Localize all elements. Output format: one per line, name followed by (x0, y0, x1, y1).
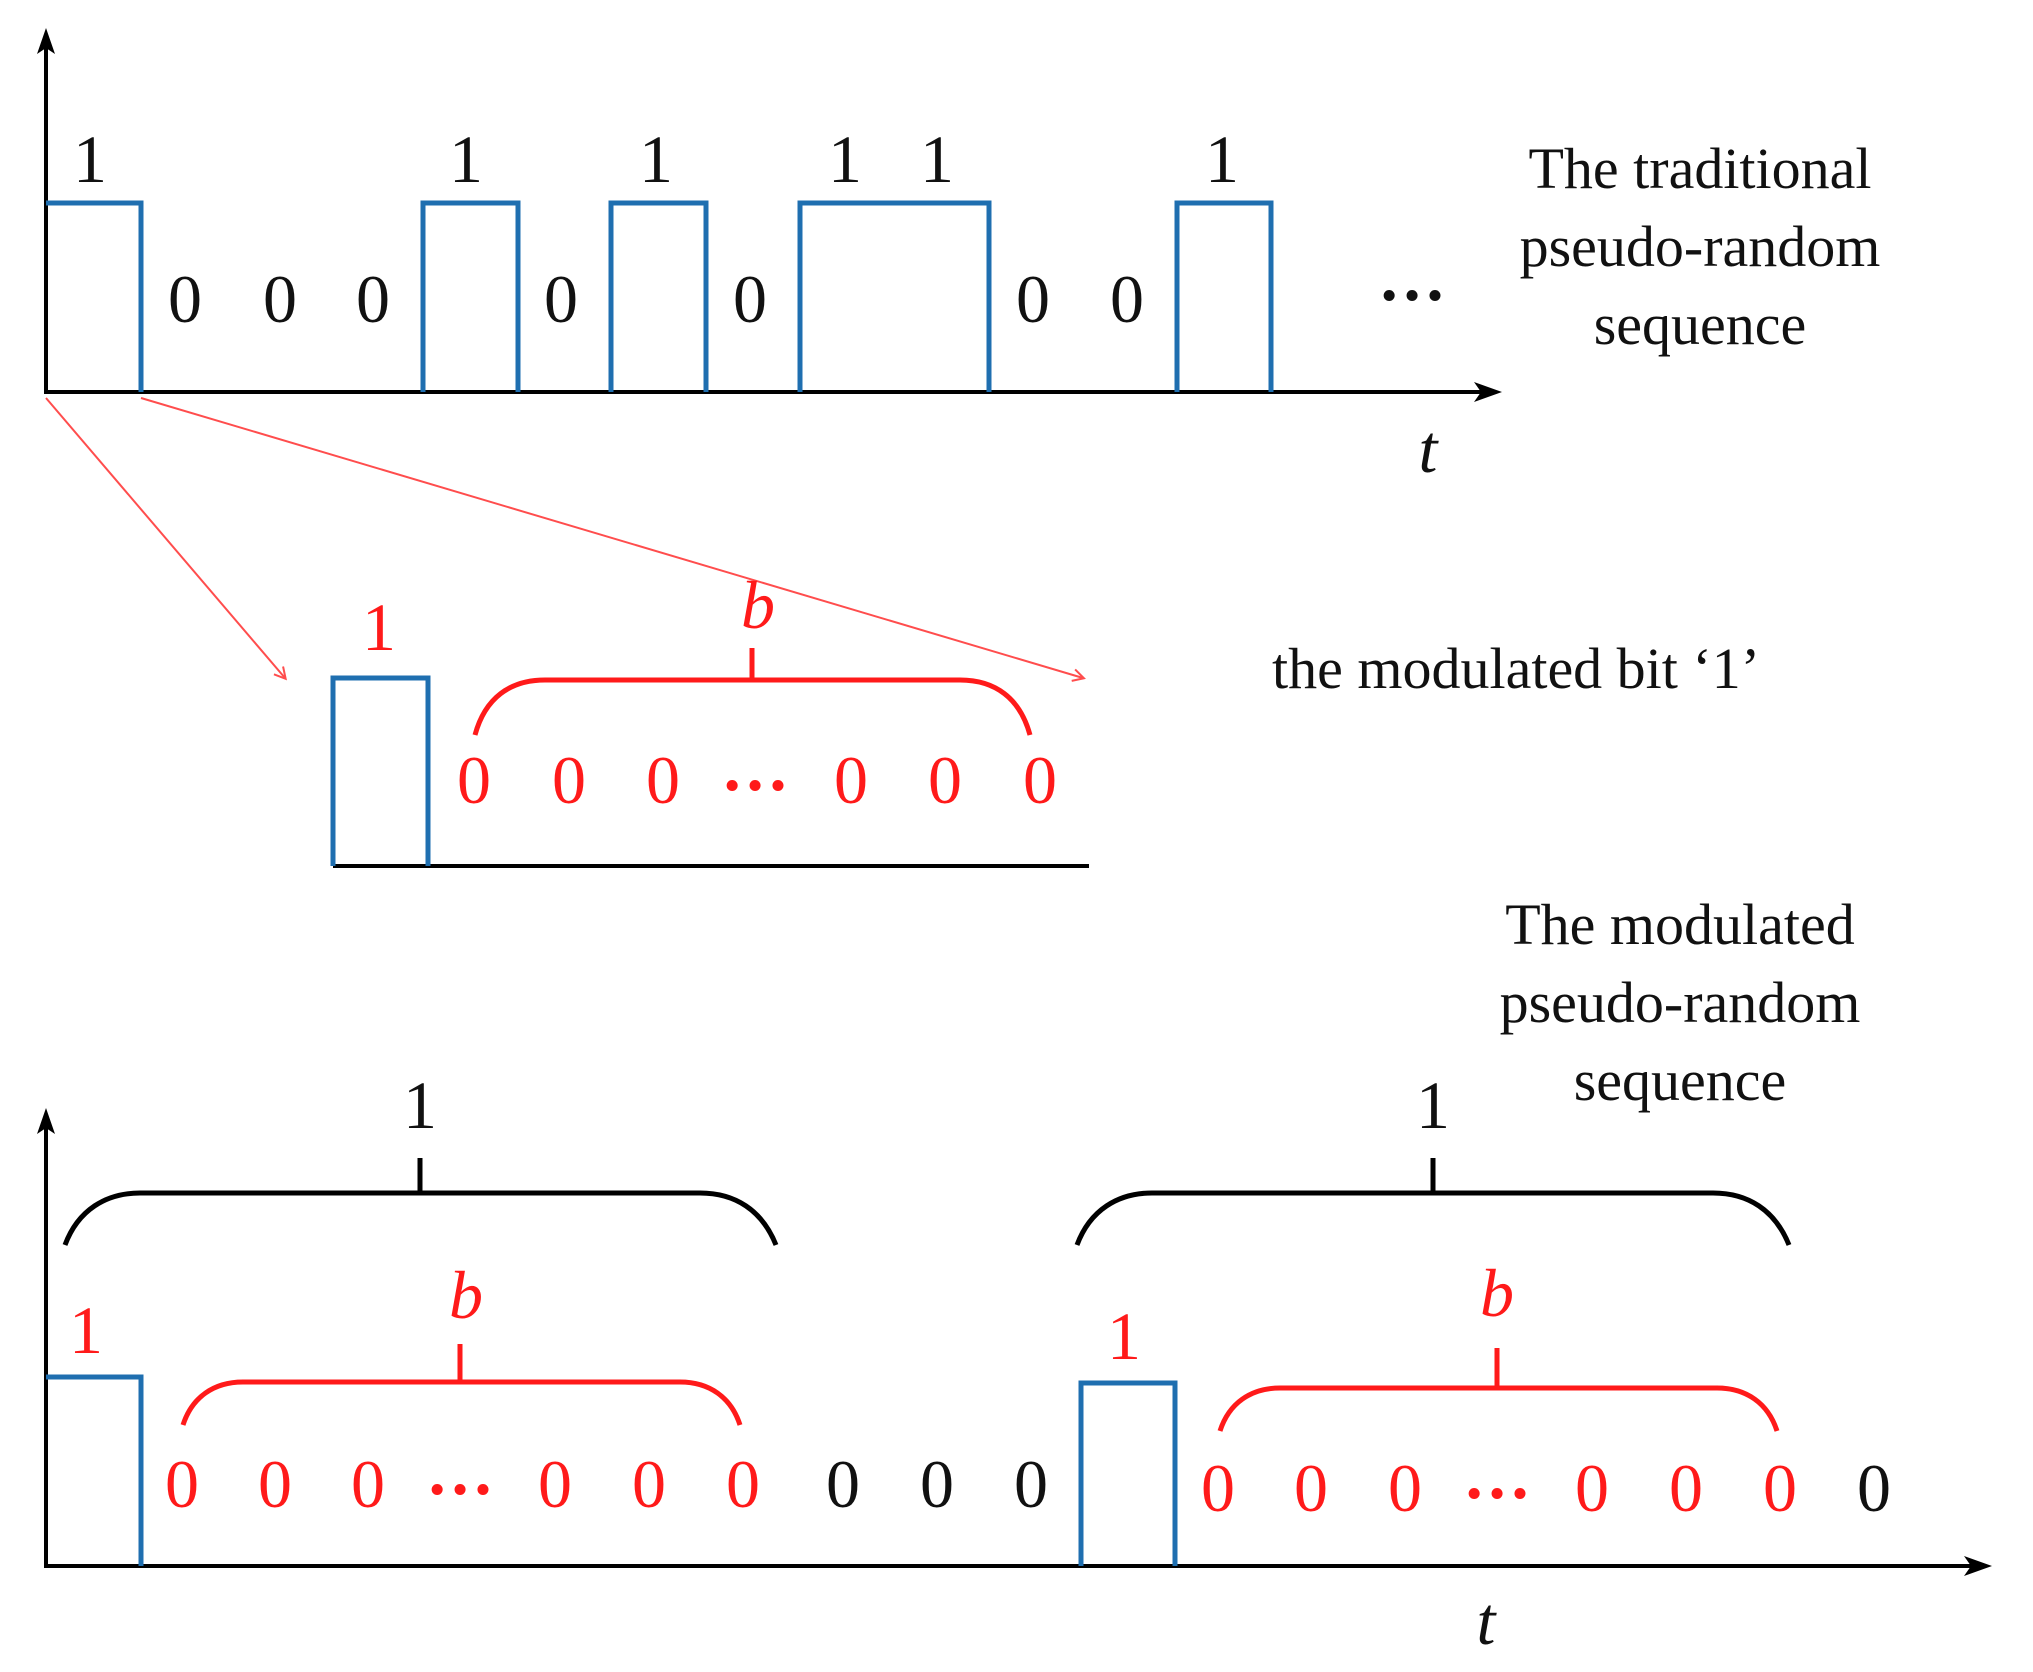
top-bit-9: 1 (828, 121, 862, 197)
bottom-b-label-1: b (449, 1257, 483, 1333)
top-bit-11: 0 (1016, 261, 1050, 337)
middle-zero-2: 0 (552, 742, 586, 818)
top-title-line-1: The traditional (1528, 136, 1871, 201)
bottom-x-axis-arrowhead (1964, 1556, 1992, 1576)
bottom-group-brace-1 (62, 1190, 779, 1246)
middle-zero-6: 0 (1023, 742, 1057, 818)
top-title-line-3: sequence (1594, 292, 1807, 357)
top-x-axis-arrowhead (1474, 382, 1502, 402)
bottom-group1-zeros: 0 0 0 … 0 0 0 (165, 1433, 760, 1522)
bottom-pulse-label-2: 1 (1107, 1298, 1141, 1374)
bottom-pulse-1 (46, 1374, 144, 1566)
bottom-pulse-label-1: 1 (69, 1292, 103, 1368)
top-y-axis-arrowhead (37, 28, 55, 54)
top-pulse-1 (46, 200, 144, 392)
top-pulse-5 (1174, 200, 1274, 392)
zoom-arrow-right (140, 397, 1083, 678)
bottom-group-label-2: 1 (1416, 1067, 1450, 1143)
bottom-g2-zero-4: 0 (1575, 1450, 1609, 1526)
middle-ellipsis: … (721, 729, 789, 805)
top-bit-12: 0 (1110, 261, 1144, 337)
middle-bit-label: 1 (362, 589, 396, 665)
top-title: The traditional pseudo-random sequence (1520, 136, 1881, 357)
bottom-pulse-2 (1078, 1380, 1178, 1566)
bottom-plain-zero-2: 0 (920, 1446, 954, 1522)
top-t-label: t (1419, 411, 1440, 487)
top-bit-labels: 1 0 0 0 1 0 1 0 1 1 0 0 1 (73, 121, 1239, 337)
bottom-g1-zero-1: 0 (165, 1446, 199, 1522)
middle-zeros: 0 0 0 … 0 0 0 (457, 729, 1057, 818)
top-bit-5: 1 (449, 121, 483, 197)
middle-zero-3: 0 (646, 742, 680, 818)
bottom-g2-zero-6: 0 (1763, 1450, 1797, 1526)
zoom-arrow-left (45, 397, 285, 678)
bottom-g2-zero-2: 0 (1294, 1450, 1328, 1526)
top-bit-2: 0 (168, 261, 202, 337)
bottom-g1-ellipsis: … (426, 1433, 494, 1509)
bottom-y-axis-arrowhead (37, 1108, 55, 1134)
middle-panel: 1 b 0 0 0 … 0 0 0 the modulated bit ‘1’ (330, 567, 1760, 868)
bottom-b-brace-2 (1217, 1385, 1780, 1432)
bottom-b-label-2: b (1480, 1255, 1514, 1331)
bottom-panel: The modulated pseudo-random sequence t 1… (37, 892, 1992, 1659)
bottom-t-label: t (1477, 1583, 1498, 1659)
top-bit-8: 0 (733, 261, 767, 337)
top-bit-6: 0 (544, 261, 578, 337)
top-bit-7: 1 (639, 121, 673, 197)
zoom-arrows (45, 397, 1083, 678)
top-title-line-2: pseudo-random (1520, 214, 1881, 279)
middle-zero-1: 0 (457, 742, 491, 818)
bottom-g2-zero-3: 0 (1388, 1450, 1422, 1526)
bottom-g1-zero-3: 0 (351, 1446, 385, 1522)
top-pulse-3 (608, 200, 709, 392)
middle-caption: the modulated bit ‘1’ (1272, 636, 1760, 701)
top-pulse-4 (797, 200, 992, 392)
top-bit-10: 1 (920, 121, 954, 197)
bottom-g2-zero-5: 0 (1669, 1450, 1703, 1526)
top-bit-4: 0 (356, 261, 390, 337)
bottom-g1-zero-2: 0 (258, 1446, 292, 1522)
bottom-g2-zero-1: 0 (1201, 1450, 1235, 1526)
bottom-g1-zero-4: 0 (538, 1446, 572, 1522)
bottom-title-line-1: The modulated (1505, 892, 1855, 957)
middle-pulse (330, 675, 431, 866)
middle-zero-5: 0 (928, 742, 962, 818)
bottom-title-line-2: pseudo-random (1500, 970, 1861, 1035)
bottom-plain-zero-1: 0 (826, 1446, 860, 1522)
bottom-group-label-1: 1 (403, 1067, 437, 1143)
top-bit-1: 1 (73, 121, 107, 197)
middle-zero-4: 0 (834, 742, 868, 818)
bottom-group-brace-2 (1074, 1190, 1792, 1246)
top-ellipsis: … (1378, 239, 1446, 315)
top-bit-13: 1 (1205, 121, 1239, 197)
top-bit-3: 0 (263, 261, 297, 337)
bottom-plain-zero-3: 0 (1014, 1446, 1048, 1522)
top-pulses (46, 200, 1274, 392)
bottom-plain-zeros-2: 0 (1857, 1450, 1891, 1526)
middle-b-label: b (741, 567, 775, 643)
bottom-b-brace-1 (180, 1379, 743, 1426)
bottom-g1-zero-5: 0 (632, 1446, 666, 1522)
bottom-plain-zero-4: 0 (1857, 1450, 1891, 1526)
bottom-g1-zero-6: 0 (726, 1446, 760, 1522)
top-panel: 1 0 0 0 1 0 1 0 1 1 0 0 1 … t The tradit… (37, 28, 1880, 487)
bottom-title-line-3: sequence (1574, 1048, 1787, 1113)
bottom-group2-zeros: 0 0 0 … 0 0 0 (1201, 1437, 1797, 1526)
bottom-plain-zeros-1: 0 0 0 (826, 1446, 1048, 1522)
bottom-title: The modulated pseudo-random sequence (1500, 892, 1861, 1113)
middle-brace (472, 677, 1033, 736)
top-pulse-2 (420, 200, 521, 392)
bottom-g2-ellipsis: … (1463, 1437, 1531, 1513)
